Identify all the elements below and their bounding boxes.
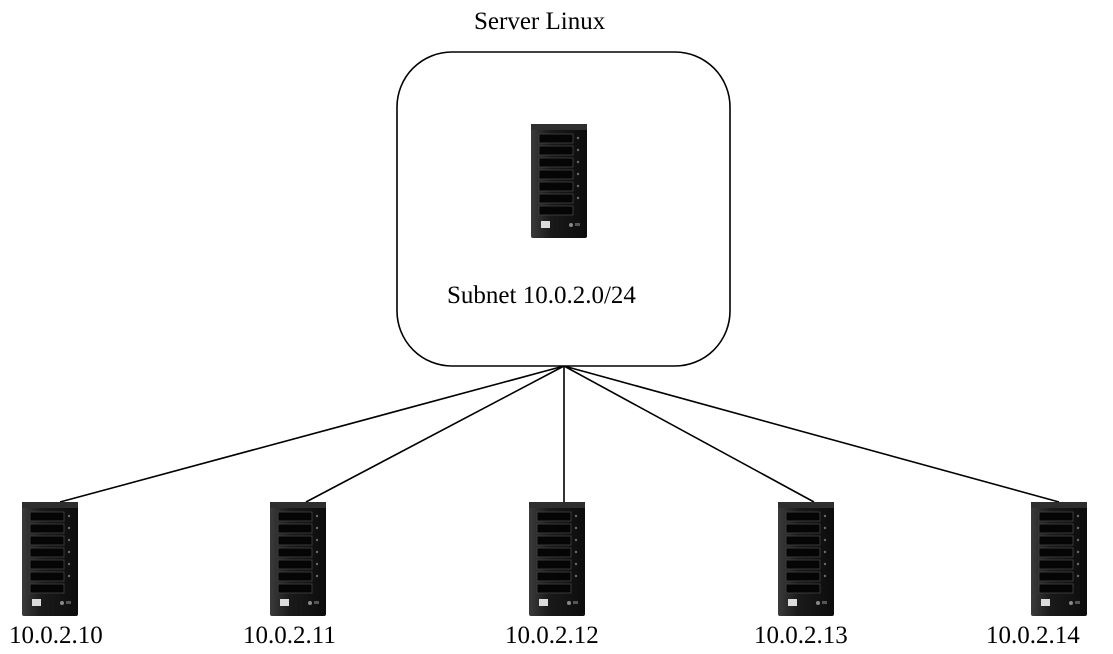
host-1-tower-icon (21, 501, 79, 617)
host-3-ip-label: 10.0.2.12 (505, 622, 599, 649)
host-5-ip-label: 10.0.2.14 (986, 622, 1080, 649)
host-4-tower-icon (777, 501, 835, 617)
server-title: Server Linux (474, 8, 606, 35)
connection-lines (59, 365, 1060, 503)
server-tower-icon (530, 123, 588, 239)
subnet-label: Subnet 10.0.2.0/24 (447, 282, 636, 309)
link-host-5 (563, 365, 1060, 503)
host-5-tower-icon (1030, 501, 1088, 617)
host-3-tower-icon (528, 501, 586, 617)
host-2-tower-icon (269, 501, 327, 617)
link-host-2 (305, 365, 565, 503)
link-host-1 (59, 365, 565, 503)
host-2-ip-label: 10.0.2.11 (243, 622, 336, 649)
host-1-ip-label: 10.0.2.10 (9, 622, 103, 649)
link-host-4 (563, 365, 815, 503)
host-4-ip-label: 10.0.2.13 (754, 622, 848, 649)
